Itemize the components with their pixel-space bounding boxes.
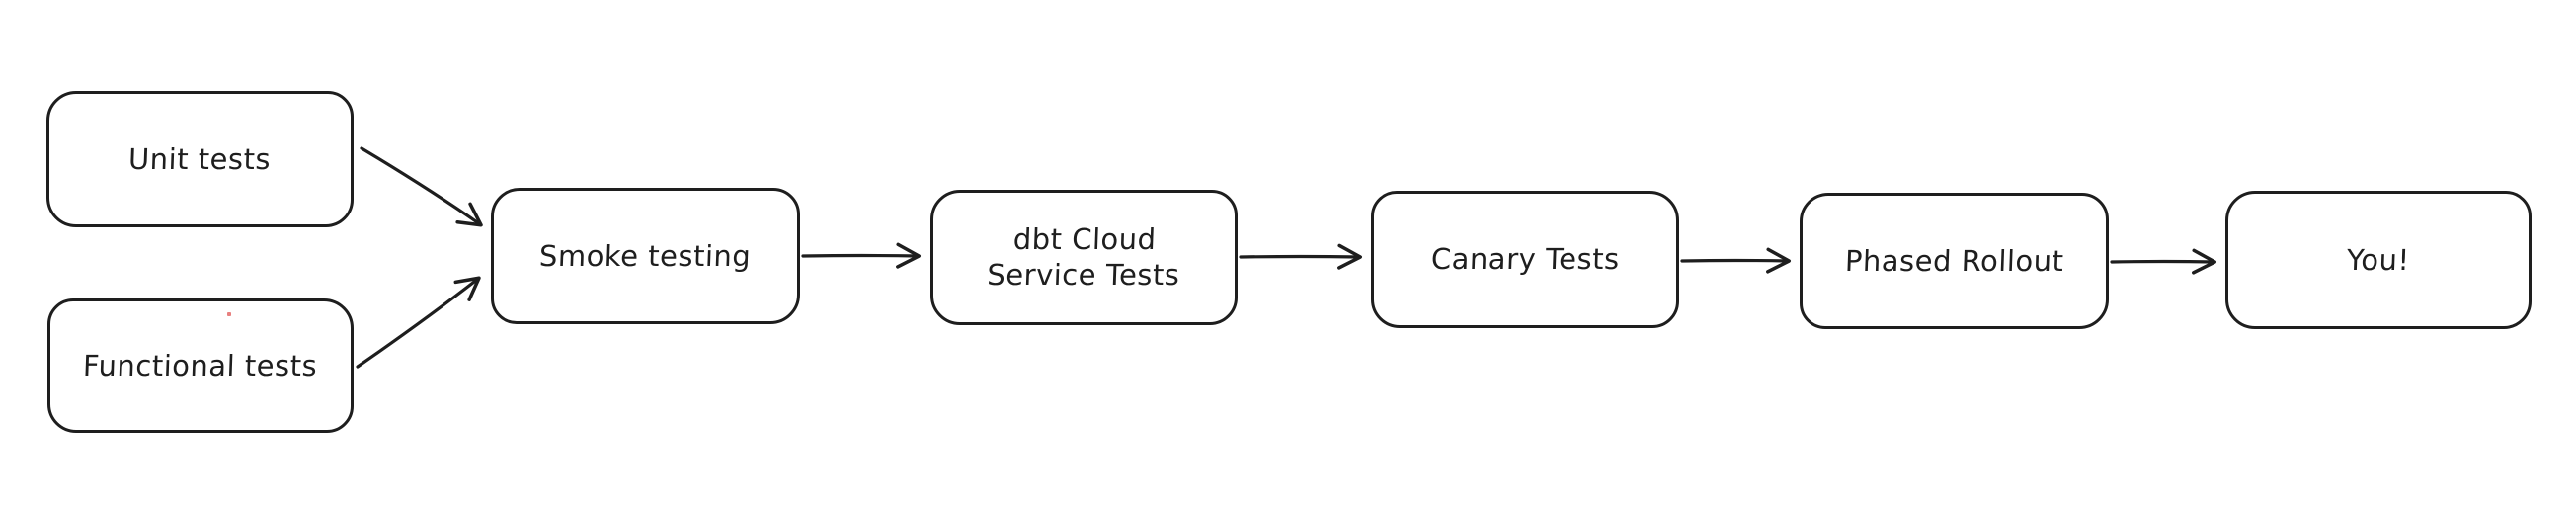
node-dbt-cloud-service-tests: dbt Cloud Service Tests — [930, 190, 1238, 325]
node-unit-tests: Unit tests — [46, 91, 354, 227]
node-canary-tests: Canary Tests — [1371, 191, 1679, 328]
node-dbt-cloud-service-tests-label: dbt Cloud Service Tests — [986, 222, 1181, 293]
red-dot-artifact — [227, 312, 231, 316]
arrow-canary-tests-to-phased-rollout — [1680, 247, 1791, 274]
node-functional-tests: Functional tests — [47, 298, 354, 433]
arrow-dbt-cloud-to-canary-tests — [1239, 243, 1362, 270]
arrow-phased-rollout-to-you — [2110, 248, 2216, 275]
node-phased-rollout-label: Phased Rollout — [1844, 243, 2064, 278]
node-functional-tests-label: Functional tests — [82, 348, 319, 382]
node-canary-tests-label: Canary Tests — [1430, 242, 1620, 277]
arrow-unit-tests-to-smoke-testing — [360, 146, 483, 227]
arrow-smoke-testing-to-dbt-cloud — [801, 242, 921, 269]
node-smoke-testing-label: Smoke testing — [538, 238, 753, 273]
node-you-label: You! — [2346, 242, 2411, 277]
node-unit-tests-label: Unit tests — [127, 141, 273, 176]
node-smoke-testing: Smoke testing — [491, 188, 800, 324]
node-phased-rollout: Phased Rollout — [1800, 193, 2109, 329]
node-you: You! — [2225, 191, 2532, 329]
arrow-functional-tests-to-smoke-testing — [356, 276, 481, 369]
